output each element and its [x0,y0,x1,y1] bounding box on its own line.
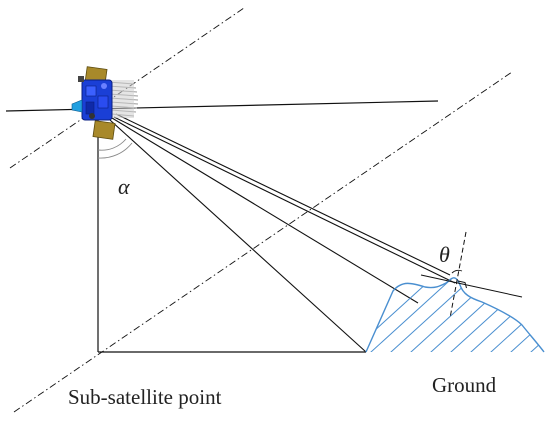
horizontal-reference-line [5,100,439,112]
guide-line-lower [13,71,513,413]
satellite-icon [71,66,139,140]
alpha-arc-inner [97,138,127,151]
ray-upper [115,113,451,276]
theta-arc [451,269,463,274]
ground-label: Ground [432,373,497,397]
theta-label: θ [439,242,450,267]
terrain-profile [365,277,545,353]
alpha-arc-outer [97,142,133,159]
surface-normal-line [449,231,467,319]
ray-to-slope-point [113,116,456,284]
ray-middle [111,117,419,304]
right-angle-marker [457,280,467,289]
sub-satellite-point-label: Sub-satellite point [68,385,222,409]
slope-tangent-line [420,274,523,298]
ray-to-ground-edge [109,119,367,353]
alpha-label: α [118,174,130,199]
